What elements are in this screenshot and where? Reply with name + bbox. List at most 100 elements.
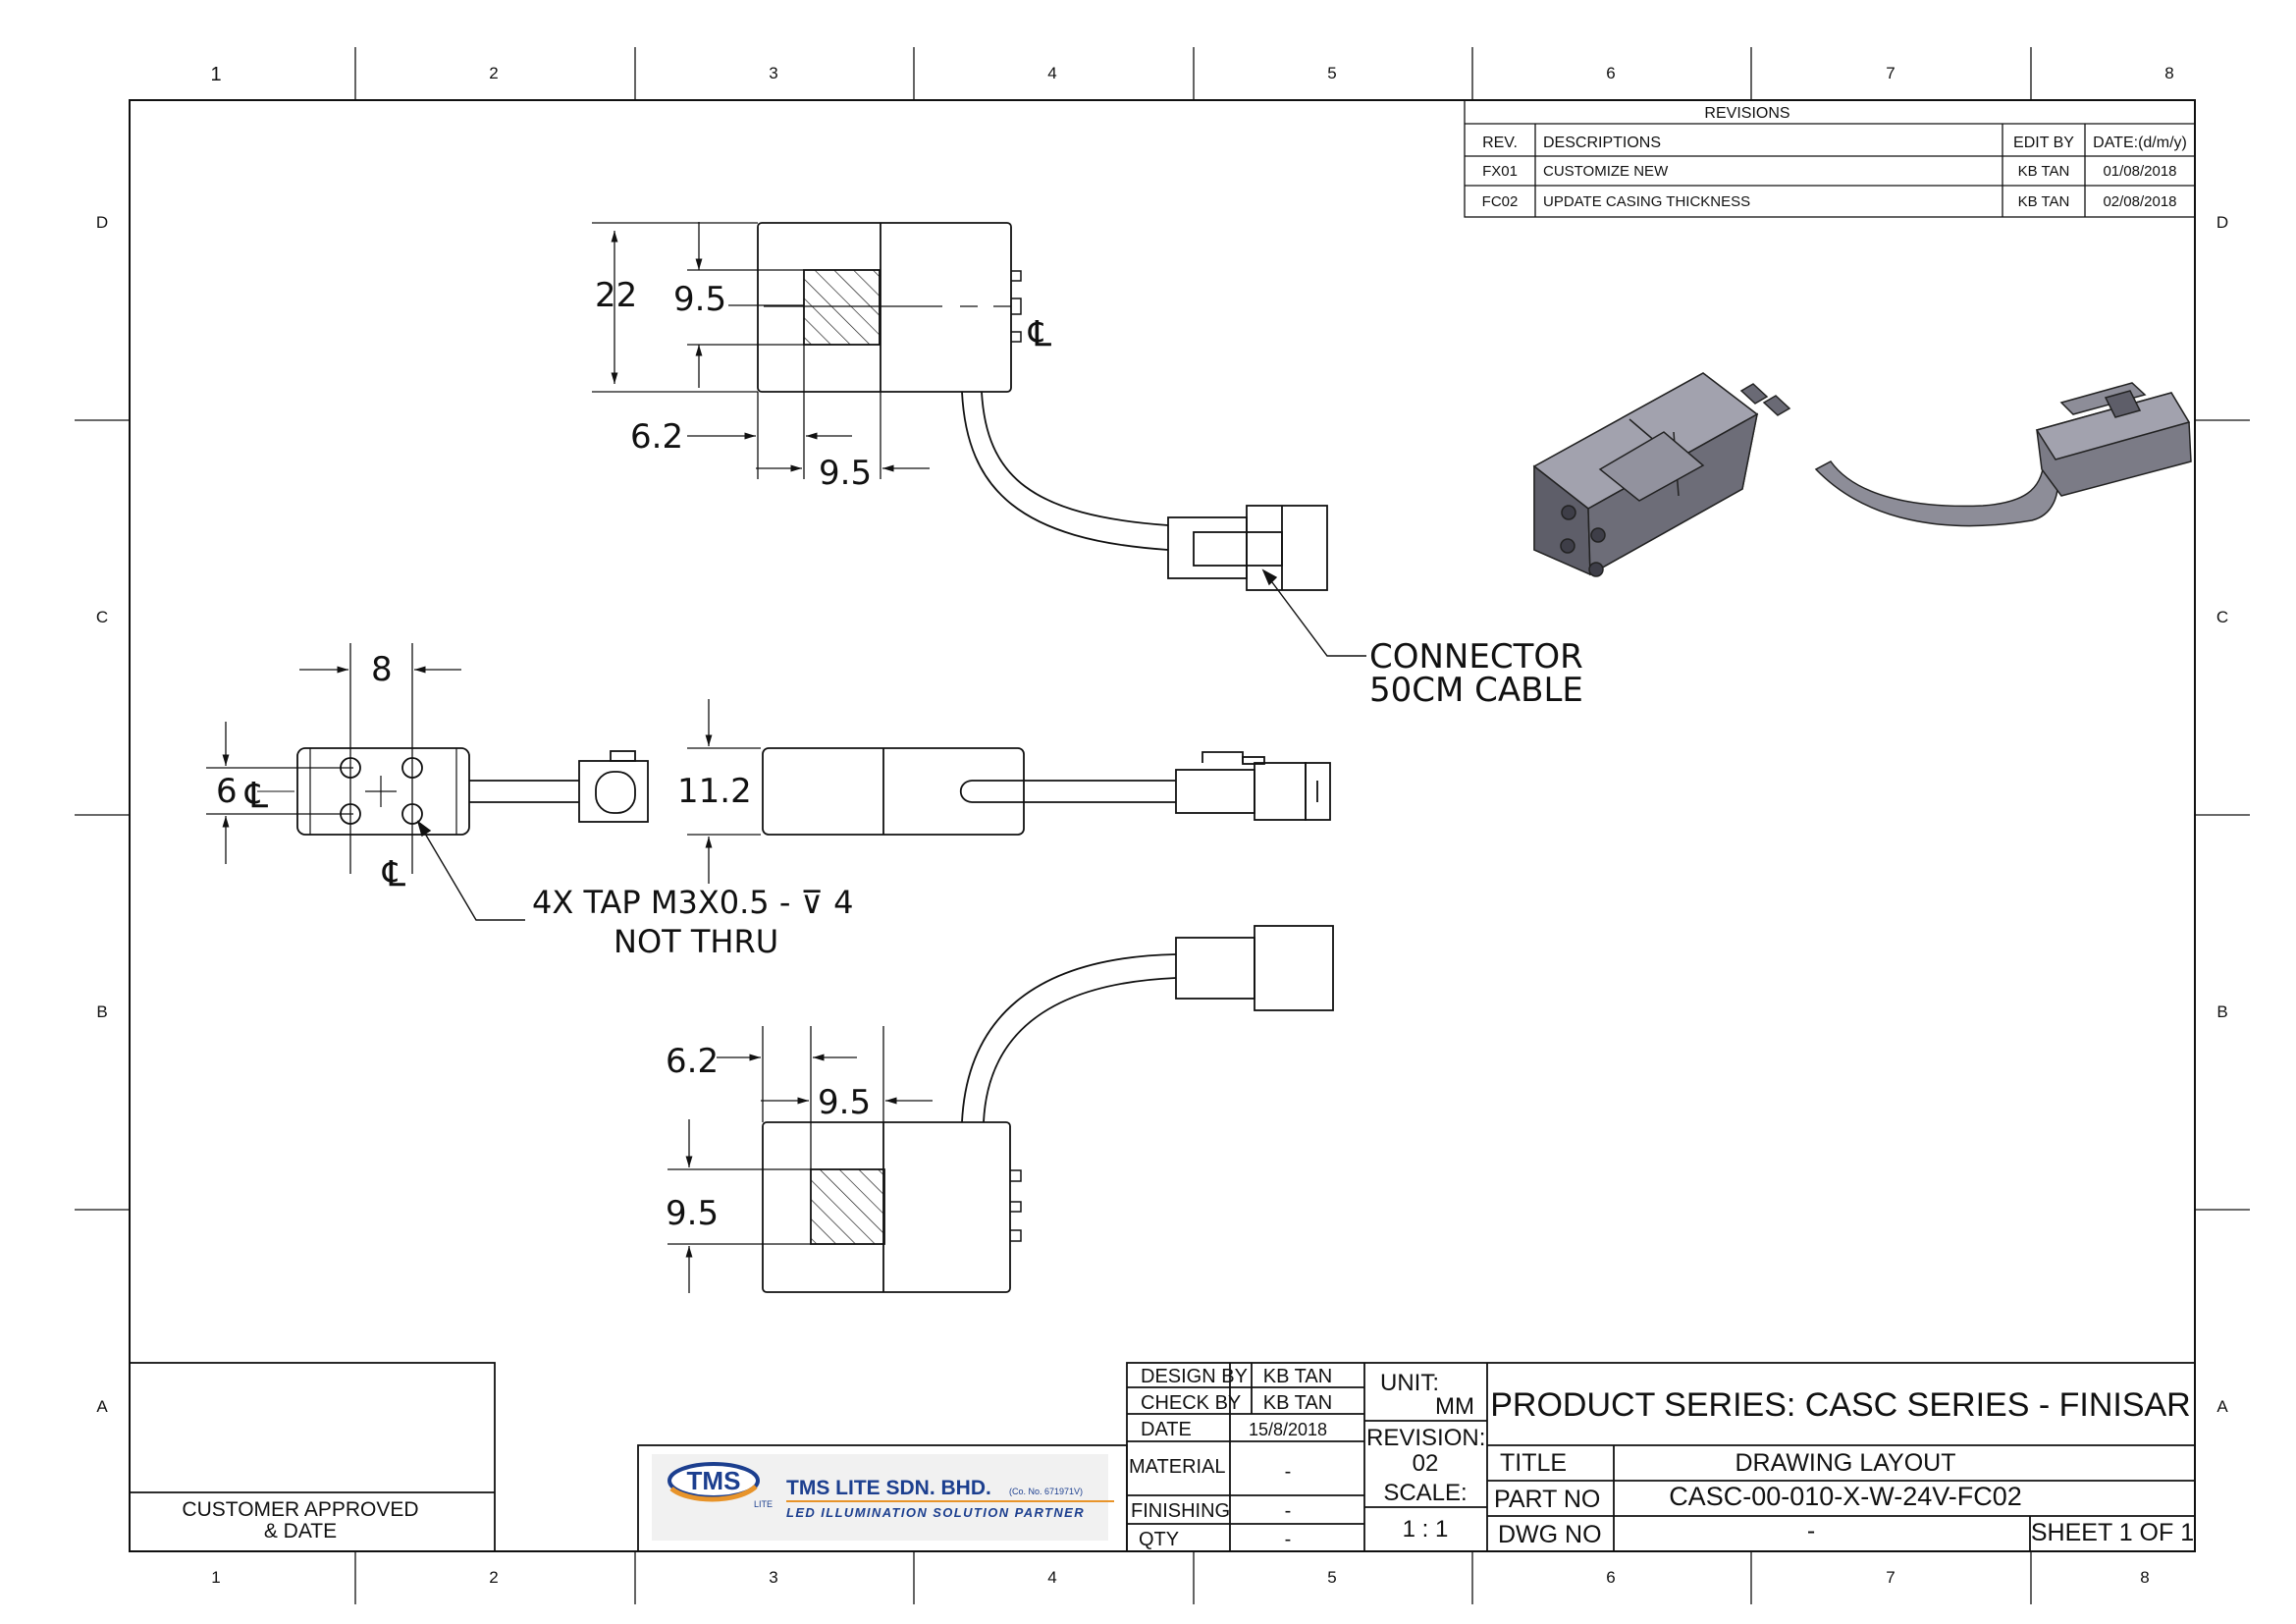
zone-col-bottom-3: 3 [769,1568,777,1587]
zone-row-right-D: D [2216,213,2228,232]
revision-edit-by: KB TAN [2018,193,2070,210]
revision-desc: CUSTOMIZE NEW [1543,163,1669,180]
top-view-dimensions [592,222,930,479]
zone-row-right-C: C [2216,608,2228,626]
company-reg-number: (Co. No. 671971V) [1009,1487,1083,1496]
qty-label: QTY [1139,1529,1179,1550]
design-by-value: KB TAN [1263,1366,1332,1387]
part-no-label: PART NO [1494,1486,1600,1513]
isometric-render [1532,372,2192,577]
unit-value: MM [1435,1393,1474,1420]
drawing-identification: PRODUCT SERIES: CASC SERIES - FINISAR TI… [1490,1386,2194,1548]
logo-mark-sub: LITE [754,1499,773,1509]
zone-col-top-3: 3 [769,64,777,82]
date-value: 15/8/2018 [1249,1420,1327,1439]
connector-leader [1261,568,1366,657]
zone-col-top-5: 5 [1327,64,1336,82]
revisions-title: REVISIONS [1704,105,1789,122]
dwg-no-label: DWG NO [1498,1521,1602,1548]
title-label: TITLE [1500,1449,1567,1477]
centerline-symbol-side-h: ℄ [244,775,268,815]
dim-window-width-top: 9.5 [819,454,872,493]
design-by-label: DESIGN BY [1141,1366,1248,1387]
dim-window-height-bottom: 9.5 [666,1194,719,1233]
dim-hole-spacing-y: 6 [216,772,238,811]
revisions-table: REVISIONS REV. DESCRIPTIONS EDIT BY DATE… [1464,99,2196,218]
zone-col-bottom-7: 7 [1886,1568,1895,1587]
design-info-grid: DESIGN BY KB TAN CHECK BY KB TAN DATE 15… [1129,1366,1332,1550]
dim-housing-width: 22 [595,276,637,315]
dim-window-height-top: 9.5 [673,280,726,319]
zone-row-right-A: A [2216,1397,2228,1416]
scale-label: SCALE: [1383,1480,1467,1506]
finishing-value: - [1285,1500,1292,1522]
tap-note-line1: 4X TAP M3X0.5 - ⊽ 4 [532,884,854,921]
revision-row: FC02 UPDATE CASING THICKNESS KB TAN 02/0… [1482,193,2177,210]
top-view [757,222,1328,591]
front-view [762,747,1331,836]
sheet-number: SHEET 1 OF 1 [2031,1519,2194,1546]
revisions-header-desc: DESCRIPTIONS [1543,135,1661,151]
zone-col-bottom-1: 1 [211,1568,220,1587]
company-logo: TMS LITE TMS LITE SDN. BHD. (Co. No. 671… [652,1454,1114,1541]
check-by-value: KB TAN [1263,1392,1332,1414]
title-value: DRAWING LAYOUT [1735,1449,1955,1477]
zone-col-bottom-8: 8 [2140,1568,2149,1587]
finishing-label: FINISHING [1131,1500,1230,1522]
product-series: PRODUCT SERIES: CASC SERIES - FINISAR [1490,1386,2191,1424]
customer-approval-line2: & DATE [264,1520,337,1543]
front-view-dimensions [687,699,761,884]
customer-approval-line1: CUSTOMER APPROVED [182,1498,418,1521]
logo-mark-text: TMS [687,1466,741,1495]
check-by-label: CHECK BY [1141,1392,1241,1414]
revisions-header-rev: REV. [1482,135,1518,151]
revision-row: FX01 CUSTOMIZE NEW KB TAN 01/08/2018 [1482,163,2176,180]
centerline-symbol-side-v: ℄ [382,853,405,893]
zone-col-top-4: 4 [1047,64,1056,82]
tap-note-line2: NOT THRU [614,923,778,960]
unit-label: UNIT: [1380,1370,1439,1396]
qty-value: - [1285,1529,1292,1550]
unit-revision-scale: UNIT: MM REVISION: 02 SCALE: 1 : 1 [1366,1370,1485,1543]
revision-desc: UPDATE CASING THICKNESS [1543,193,1750,210]
scale-value: 1 : 1 [1403,1516,1449,1543]
dwg-no-value: - [1807,1517,1815,1544]
customer-approval-box: CUSTOMER APPROVED & DATE [182,1498,418,1543]
material-value: - [1285,1461,1292,1483]
revision-edit-by: KB TAN [2018,163,2070,180]
dim-window-offset-top: 6.2 [630,417,683,457]
zone-col-top-7: 7 [1886,64,1895,82]
zone-row-right-B: B [2216,1002,2227,1021]
revision-date: 02/08/2018 [2103,193,2176,210]
zone-col-top-8: 8 [2164,64,2173,82]
part-no-value: CASC-00-010-X-W-24V-FC02 [1669,1482,2022,1511]
revisions-header-edit: EDIT BY [2013,135,2074,151]
material-label: MATERIAL [1129,1456,1226,1478]
revision-label: REVISION: [1366,1425,1485,1451]
connector-note-line2: 50CM CABLE [1369,671,1583,710]
connector-note-line1: CONNECTOR [1369,637,1583,677]
zone-row-left-D: D [96,213,108,232]
dim-hole-spacing-x: 8 [371,650,393,689]
date-label: DATE [1141,1419,1192,1440]
zone-row-left-C: C [96,608,108,626]
zone-col-top-2: 2 [489,64,498,82]
zone-col-bottom-5: 5 [1327,1568,1336,1587]
revision-rev: FX01 [1482,163,1518,180]
company-tagline: LED ILLUMINATION SOLUTION PARTNER [786,1505,1085,1520]
title-block-lines [129,1362,2196,1552]
zone-col-top-6: 6 [1606,64,1615,82]
bottom-view [762,925,1334,1293]
zone-labels: 1 2 3 4 5 6 7 8 1 2 3 4 5 6 7 8 D C B A … [96,64,2228,1587]
revisions-header-date: DATE:(d/m/y) [2093,135,2187,151]
bottom-view-dimensions [667,1026,933,1293]
side-view-dimensions [206,643,461,874]
zone-row-left-A: A [96,1397,108,1416]
revision-value: 02 [1413,1450,1439,1477]
zone-col-bottom-2: 2 [489,1568,498,1587]
tap-leader [416,820,525,921]
dim-window-width-bottom: 9.5 [818,1083,871,1122]
centerline-symbol-top: ℄ [1028,313,1051,353]
zone-col-bottom-4: 4 [1047,1568,1056,1587]
